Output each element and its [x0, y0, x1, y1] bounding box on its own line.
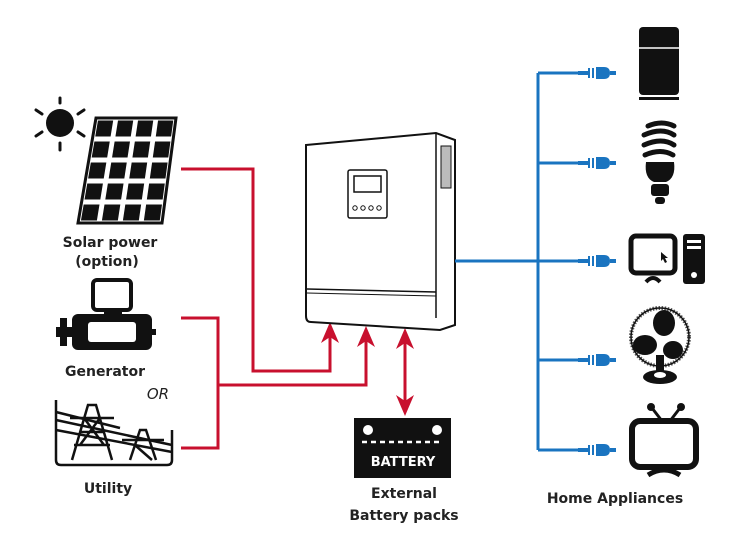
solar-cell [126, 183, 145, 200]
battery-label-line2: Battery packs [349, 508, 458, 524]
output-lines [455, 71, 578, 452]
solar-cell [135, 120, 154, 137]
battery-down-arrow-icon [396, 395, 414, 416]
solar-cell [88, 162, 107, 179]
plug-icon [578, 354, 616, 366]
solar-cell [108, 162, 127, 179]
battery-label-line1: External [371, 486, 437, 502]
generator-icon [56, 278, 156, 350]
solar-cell [122, 204, 142, 221]
input-lines [181, 167, 407, 450]
solar-cell [80, 204, 100, 221]
arrow-heads [321, 322, 414, 416]
plug-icon [578, 255, 616, 267]
solar-cell [95, 120, 114, 137]
solar-cell [105, 183, 124, 200]
solar-cell [155, 120, 174, 137]
power-tower-icon [54, 400, 174, 467]
solar-cell [143, 204, 162, 221]
sun-icon [34, 96, 86, 152]
refrigerator-icon [639, 27, 679, 100]
solar-option-label: (option) [75, 254, 139, 270]
solar-cell [112, 141, 130, 158]
solar-cell [101, 204, 121, 221]
plugs [578, 67, 616, 456]
solar-label: Solar power [63, 235, 158, 251]
ac-arrow-icon [357, 326, 375, 347]
plug-icon [578, 444, 616, 456]
utility-label: Utility [84, 481, 132, 497]
light-bulb-icon [641, 120, 677, 204]
generator-label: Generator [65, 364, 145, 380]
solar-cell [91, 141, 110, 158]
home-appliances-label: Home Appliances [547, 491, 683, 507]
solar-panel-icon [76, 116, 178, 225]
computer-icon [628, 233, 705, 284]
solar-cell [149, 162, 168, 179]
pv-arrow-icon [321, 322, 339, 343]
or-label: OR [147, 385, 169, 403]
battery-badge: BATTERY [371, 455, 436, 470]
solar-cell [115, 120, 134, 137]
solar-cell [132, 141, 151, 158]
inverter-icon [305, 131, 456, 332]
tv-icon [629, 403, 699, 478]
solar-cell [129, 162, 148, 179]
battery-icon: BATTERY [354, 418, 451, 478]
solar-cell [152, 141, 171, 158]
solar-cell [84, 183, 103, 200]
plug-icon [578, 157, 616, 169]
plug-icon [578, 67, 616, 79]
battery-up-arrow-icon [396, 328, 414, 349]
solar-cell [146, 183, 165, 200]
fan-icon [629, 306, 691, 384]
